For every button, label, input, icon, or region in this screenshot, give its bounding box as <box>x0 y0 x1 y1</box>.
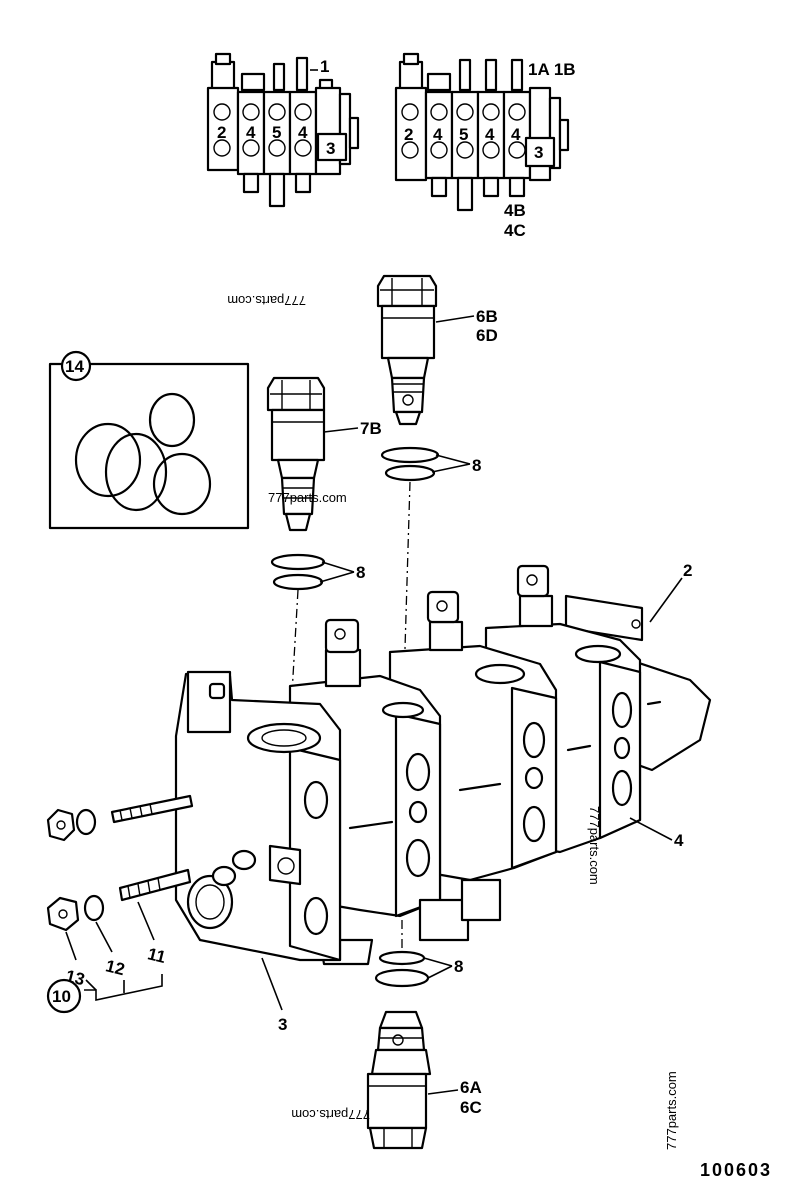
relief-valve-6b-6d <box>376 274 438 426</box>
callout-4b: 4B <box>504 201 526 220</box>
thumb-right-section-4b: 4 <box>485 125 495 144</box>
seal-kit-orings <box>74 392 212 516</box>
thumb-right-section-3: 3 <box>534 143 543 162</box>
callout-4c: 4C <box>504 221 526 240</box>
thumbnail-valve-right: 2 4 5 4 4 3 <box>394 52 570 212</box>
callout-4: 4 <box>674 831 684 850</box>
thumb-left-section-3: 3 <box>326 139 335 158</box>
callout-11: 11 <box>146 944 168 967</box>
thumb-right-section-4a: 4 <box>433 125 443 144</box>
thumb-right-section-4c: 4 <box>511 125 521 144</box>
thumb-left-section-4b: 4 <box>298 123 308 142</box>
thumb-left-section-5: 5 <box>272 123 281 142</box>
watermark-middle: 777parts.com <box>268 490 347 505</box>
relief-valve-6a-6c <box>366 1010 432 1150</box>
callout-3: 3 <box>278 1015 287 1034</box>
watermark-top: 777parts.com <box>227 293 306 308</box>
callout-8-upper: 8 <box>472 456 481 475</box>
callout-6b: 6B <box>476 307 498 326</box>
thumb-right-section-5: 5 <box>459 125 468 144</box>
callout-6c: 6C <box>460 1098 482 1117</box>
watermark-bottom-right: 777parts.com <box>664 1071 679 1150</box>
stud-assembly-lower <box>46 868 192 932</box>
callout-12: 12 <box>104 956 127 979</box>
thumb-left-section-2: 2 <box>217 123 226 142</box>
callout-14: 14 <box>65 357 84 376</box>
stud-assembly-upper <box>46 794 194 842</box>
seal-kit-box <box>48 362 250 530</box>
callout-7b: 7B <box>360 419 382 438</box>
main-valve-assembly <box>174 564 712 966</box>
relief-valve-7b <box>266 376 326 532</box>
watermark-bottom: 777parts.com <box>291 1107 370 1122</box>
thumb-left-section-4a: 4 <box>246 123 256 142</box>
thumbnail-valve-left: 2 4 5 4 3 <box>206 52 360 208</box>
figure-number: 100603 <box>700 1160 772 1180</box>
callout-8-middle: 8 <box>356 563 365 582</box>
callout-2: 2 <box>683 561 692 580</box>
callout-6a: 6A <box>460 1078 482 1097</box>
callout-8-lower: 8 <box>454 957 463 976</box>
callout-1: 1 <box>320 57 329 76</box>
watermark-right: 777parts.com <box>587 806 602 885</box>
thumb-right-section-2: 2 <box>404 125 413 144</box>
callout-1a-1b: 1A 1B <box>528 60 576 79</box>
callout-6d: 6D <box>476 326 498 345</box>
callout-10: 10 <box>52 987 71 1006</box>
